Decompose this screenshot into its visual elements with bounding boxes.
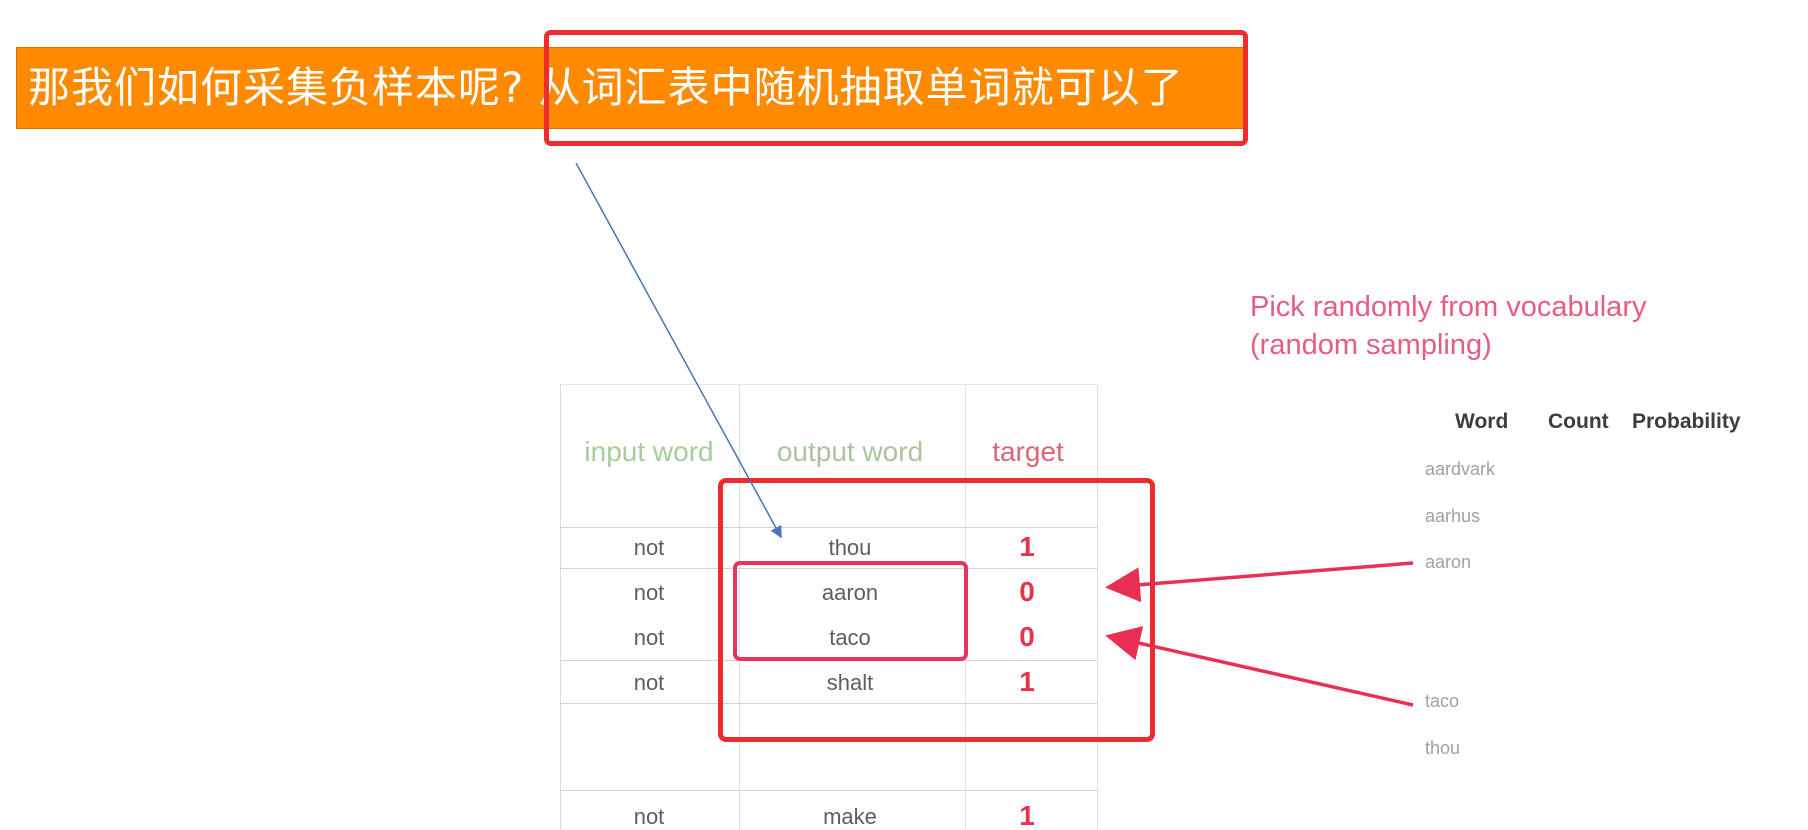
column-separator [1097, 385, 1098, 830]
table-cell-input: not [633, 670, 665, 695]
table-cell-input: not [633, 535, 665, 560]
negative-samples-highlight-box [718, 478, 1155, 742]
vocab-word: aarhus [1425, 506, 1481, 526]
table-cell-target: 0 [1019, 621, 1035, 652]
table-cell-output: thou [828, 535, 872, 560]
header-target: target [992, 436, 1064, 467]
vocab-word: aaron [1425, 552, 1472, 572]
slide-title: Pick randomly from vocabulary (random sa… [1250, 288, 1646, 364]
vocab-word: taco [1425, 691, 1460, 711]
row-separator [560, 703, 1097, 704]
column-separator [739, 385, 740, 830]
vocab-header-word: Word [1455, 410, 1509, 433]
arrow-aaron [1105, 561, 1414, 603]
table-cell-output: make [823, 804, 877, 829]
table-cell-target: 1 [1019, 800, 1035, 830]
vocab-header-count: Count [1548, 410, 1609, 433]
table-cell-target: 1 [1019, 666, 1035, 697]
vocab-word: thou [1425, 738, 1461, 758]
table-cell-output: taco [829, 625, 871, 650]
table-cell-target: 1 [1019, 531, 1035, 562]
table-cell-input: not [633, 625, 665, 650]
table-cell-output: shalt [826, 670, 874, 695]
row-separator [560, 790, 1097, 791]
vocab-word: aardvark [1425, 459, 1496, 479]
table-cell-target: 0 [1019, 576, 1035, 607]
header-output-word: output word [776, 436, 924, 467]
slide-title-line-1: Pick randomly from vocabulary [1250, 291, 1647, 323]
subtitle-banner [16, 47, 1248, 129]
table-cell-output: aaron [821, 580, 879, 605]
header-input-word: input word [584, 436, 714, 467]
subtitle-text: 那我们如何采集负样本呢? 从词汇表中随机抽取单词就可以了 [28, 63, 1184, 112]
slide-title-line-2: (random sampling) [1250, 329, 1492, 361]
row-separator [560, 527, 1097, 528]
row-separator [560, 568, 1097, 569]
table-cell-input: not [633, 804, 665, 829]
subtitle-highlight-box [544, 30, 1248, 146]
table-cell-input: not [633, 580, 665, 605]
vocab-header-probability: Probability [1632, 410, 1741, 433]
random-words-highlight-box [733, 561, 968, 661]
arrow-taco [1105, 626, 1414, 707]
